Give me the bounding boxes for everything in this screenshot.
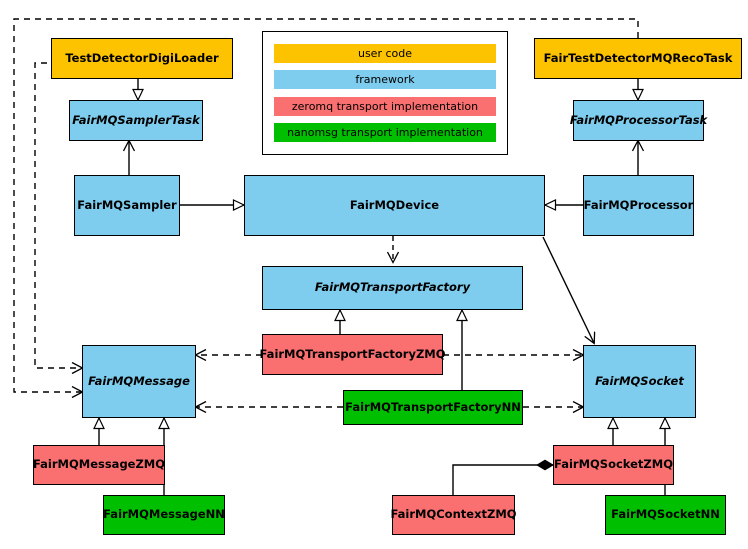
legend-panel: user code framework zeromq transport imp…	[262, 31, 508, 155]
class-label: FairMQSamplerTask	[72, 112, 200, 127]
class-label: FairTestDetectorMQRecoTask	[543, 50, 733, 65]
class-box-fairmq-socket-nn[interactable]: FairMQSocketNN	[605, 495, 726, 535]
class-label: FairMQDevice	[349, 197, 440, 212]
class-box-test-detector-digi-loader[interactable]: TestDetectorDigiLoader	[51, 38, 233, 79]
class-label: FairMQSocketNN	[611, 507, 720, 522]
class-label: FairMQSocketZMQ	[554, 457, 673, 472]
legend-item-user-code: user code	[274, 43, 496, 63]
class-label: TestDetectorDigiLoader	[65, 50, 219, 65]
class-box-fairmq-transport-factory[interactable]: FairMQTransportFactory	[262, 266, 523, 310]
class-label: FairMQProcessorTask	[569, 112, 708, 127]
class-box-fairmq-socket[interactable]: FairMQSocket	[583, 345, 696, 418]
class-box-fairmq-transport-factory-nn[interactable]: FairMQTransportFactoryNN	[343, 390, 523, 425]
class-label: FairMQTransportFactory	[314, 280, 471, 295]
class-box-fairmq-message-nn[interactable]: FairMQMessageNN	[103, 495, 225, 535]
class-box-fairmq-processor[interactable]: FairMQProcessor	[583, 175, 694, 236]
class-label: FairMQSocket	[595, 373, 684, 388]
legend-label: nanomsg transport implementation	[287, 126, 483, 140]
legend-item-framework: framework	[274, 70, 496, 90]
class-box-fairmq-sampler[interactable]: FairMQSampler	[74, 175, 180, 236]
class-box-fairmq-message-zmq[interactable]: FairMQMessageZMQ	[33, 445, 165, 485]
class-label: FairMQMessageNN	[103, 507, 225, 522]
legend-label: framework	[355, 73, 415, 87]
class-box-fairmq-sampler-task[interactable]: FairMQSamplerTask	[69, 100, 203, 141]
class-box-fairmq-message[interactable]: FairMQMessage	[82, 345, 196, 418]
class-box-fairmq-device[interactable]: FairMQDevice	[244, 175, 545, 236]
class-box-fairmq-processor-task[interactable]: FairMQProcessorTask	[569, 100, 708, 141]
class-label: FairMQProcessor	[583, 197, 694, 212]
class-label: FairMQMessageZMQ	[32, 457, 166, 472]
legend-item-nanomsg: nanomsg transport implementation	[274, 123, 496, 143]
class-label: FairMQMessage	[88, 373, 190, 388]
class-label: FairMQTransportFactoryNN	[345, 399, 521, 414]
class-label: FairMQSampler	[77, 197, 177, 212]
class-box-fair-test-detector-mq-reco-task[interactable]: FairTestDetectorMQRecoTask	[534, 38, 742, 79]
class-label: FairMQTransportFactoryZMQ	[259, 346, 446, 361]
legend-label: zeromq transport implementation	[291, 99, 479, 113]
class-box-fairmq-transport-factory-zmq[interactable]: FairMQTransportFactoryZMQ	[259, 334, 446, 375]
legend-label: user code	[357, 46, 413, 60]
class-label: FairMQContextZMQ	[390, 507, 517, 522]
class-box-fairmq-socket-zmq[interactable]: FairMQSocketZMQ	[553, 445, 674, 485]
class-box-fairmq-context-zmq[interactable]: FairMQContextZMQ	[390, 495, 517, 535]
legend-item-zeromq: zeromq transport implementation	[274, 96, 496, 116]
